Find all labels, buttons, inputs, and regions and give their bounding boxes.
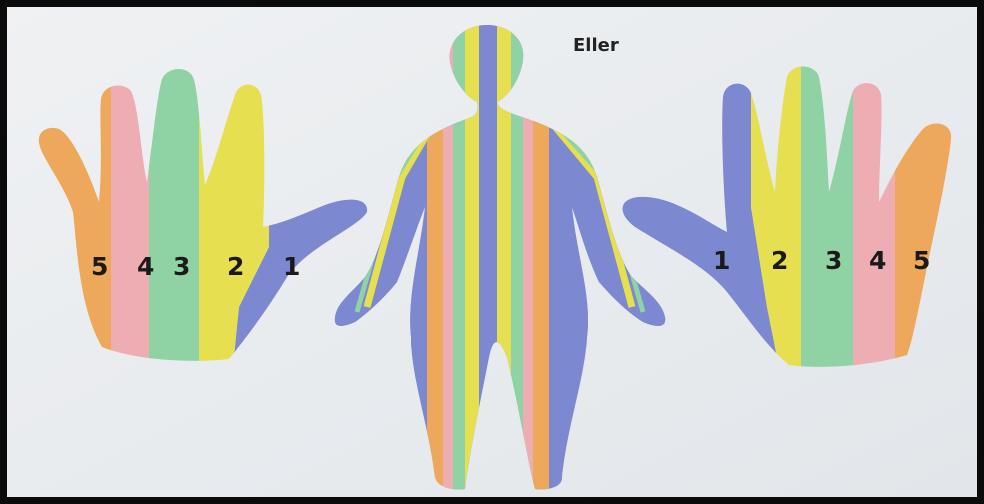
left-hand-label-4: 4 <box>137 252 154 281</box>
right-hand-label-5: 5 <box>913 246 930 275</box>
left-hand-label-1: 1 <box>283 252 300 281</box>
right-hand-label-4: 4 <box>869 246 886 275</box>
right-hand-label-1: 1 <box>713 246 730 275</box>
left-hand-label-2: 2 <box>227 252 244 281</box>
diagram-title: Eller <box>573 35 619 56</box>
right-hand-label-3: 3 <box>825 246 842 275</box>
left-hand-label-3: 3 <box>173 252 190 281</box>
left-hand-label-5: 5 <box>91 252 108 281</box>
right-hand-label-2: 2 <box>771 246 788 275</box>
meridian-diagram: 5 4 3 2 1 <box>7 7 977 497</box>
